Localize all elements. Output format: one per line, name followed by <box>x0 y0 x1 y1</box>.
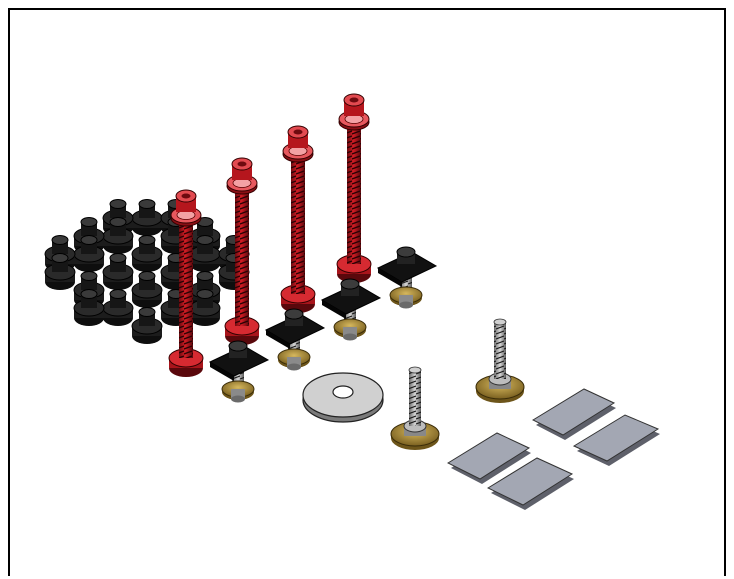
black-nut <box>189 289 221 326</box>
black-nut-group <box>44 199 250 344</box>
black-nut <box>44 253 76 290</box>
black-nut <box>102 253 134 290</box>
short-steel-bolt <box>475 318 525 403</box>
short-steel-bolt <box>390 366 440 450</box>
pad <box>531 388 616 440</box>
black-nut <box>131 199 163 236</box>
flat-washer <box>302 372 384 423</box>
long-red-bolt <box>224 157 260 345</box>
black-nut <box>102 217 134 254</box>
clip-nut <box>264 308 326 371</box>
clip-nut <box>320 278 382 341</box>
pad <box>486 457 574 510</box>
black-nut <box>73 235 105 272</box>
pad <box>572 414 660 466</box>
clip-nut <box>208 340 270 403</box>
clip-nut-group <box>208 246 438 403</box>
short-bolt-group <box>390 318 525 450</box>
long-red-bolt <box>168 189 204 377</box>
pad-group <box>446 388 660 510</box>
black-nut <box>102 289 134 326</box>
pad <box>446 432 531 484</box>
long-red-bolt <box>336 93 372 283</box>
black-nut <box>73 289 105 326</box>
black-nut <box>131 307 163 344</box>
clip-nut <box>376 246 438 309</box>
black-nut <box>131 235 163 272</box>
long-red-bolt <box>280 125 316 313</box>
black-nut <box>189 235 221 272</box>
black-nut <box>131 271 163 308</box>
red-bolt-group <box>168 93 372 377</box>
